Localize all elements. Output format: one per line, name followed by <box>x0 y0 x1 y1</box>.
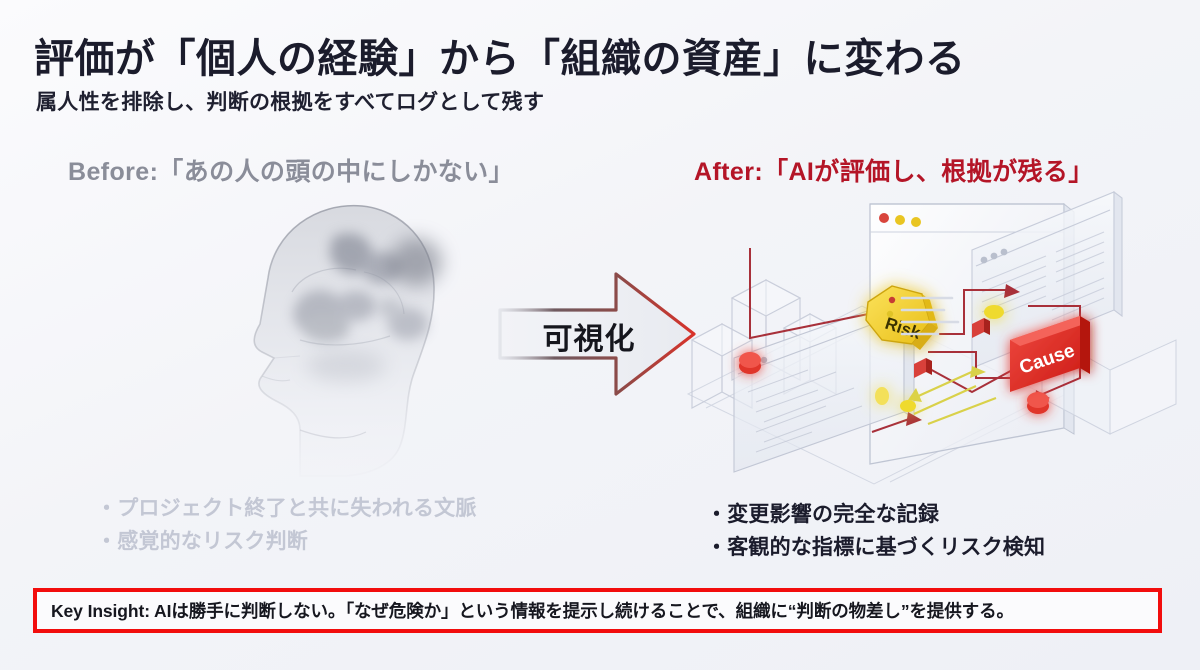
connector-edges-yellow <box>913 368 997 426</box>
list-item: ・プロジェクト終了と共に失われる文脈 <box>96 497 477 520</box>
risk-endpoint-nodes <box>739 352 1049 414</box>
page-subtitle: 属人性を排除し、判断の根拠をすべてログとして残す <box>36 91 545 114</box>
page-title: 評価が「個人の経験」から「組織の資産」に変わる <box>34 37 966 81</box>
brain-illustration <box>150 180 470 480</box>
list-item: ・変更影響の完全な記録 <box>706 503 940 526</box>
key-insight-box: Key Insight: AIは勝手に判断しない。「なぜ危険か」という情報を提示… <box>33 588 1162 633</box>
window-dot-yellow-2 <box>911 217 921 227</box>
before-bullet-list: ・プロジェクト終了と共に失われる文脈 ・感覚的なリスク判断 <box>96 492 477 558</box>
transition-arrow: 可視化 <box>498 268 698 400</box>
key-insight-text: Key Insight: AIは勝手に判断しない。「なぜ危険か」という情報を提示… <box>51 601 1014 621</box>
before-caption: Before:「あの人の頭の中にしかない」 <box>68 158 514 186</box>
cause-node: Cause <box>1010 316 1090 392</box>
risk-node: Risk <box>865 285 938 350</box>
dependency-graph-illustration: Risk Cause <box>686 190 1177 485</box>
isometric-diagram: Risk Cause <box>676 182 1190 485</box>
edge-chips <box>914 318 990 378</box>
warning-nodes <box>875 305 1004 412</box>
head-profile-icon <box>253 204 442 477</box>
after-bullet-list: ・変更影響の完全な記録 ・客観的な指標に基づくリスク検知 <box>706 498 1045 564</box>
after-caption: After:「AIが評価し、根拠が残る」 <box>694 158 1094 186</box>
window-dot-yellow <box>895 215 905 225</box>
list-item: ・客観的な指標に基づくリスク検知 <box>706 536 1046 559</box>
list-item: ・感覚的なリスク判断 <box>96 530 308 553</box>
right-arrow-icon <box>498 272 696 396</box>
log-list-panel <box>886 296 960 336</box>
window-dot-red <box>879 213 889 223</box>
